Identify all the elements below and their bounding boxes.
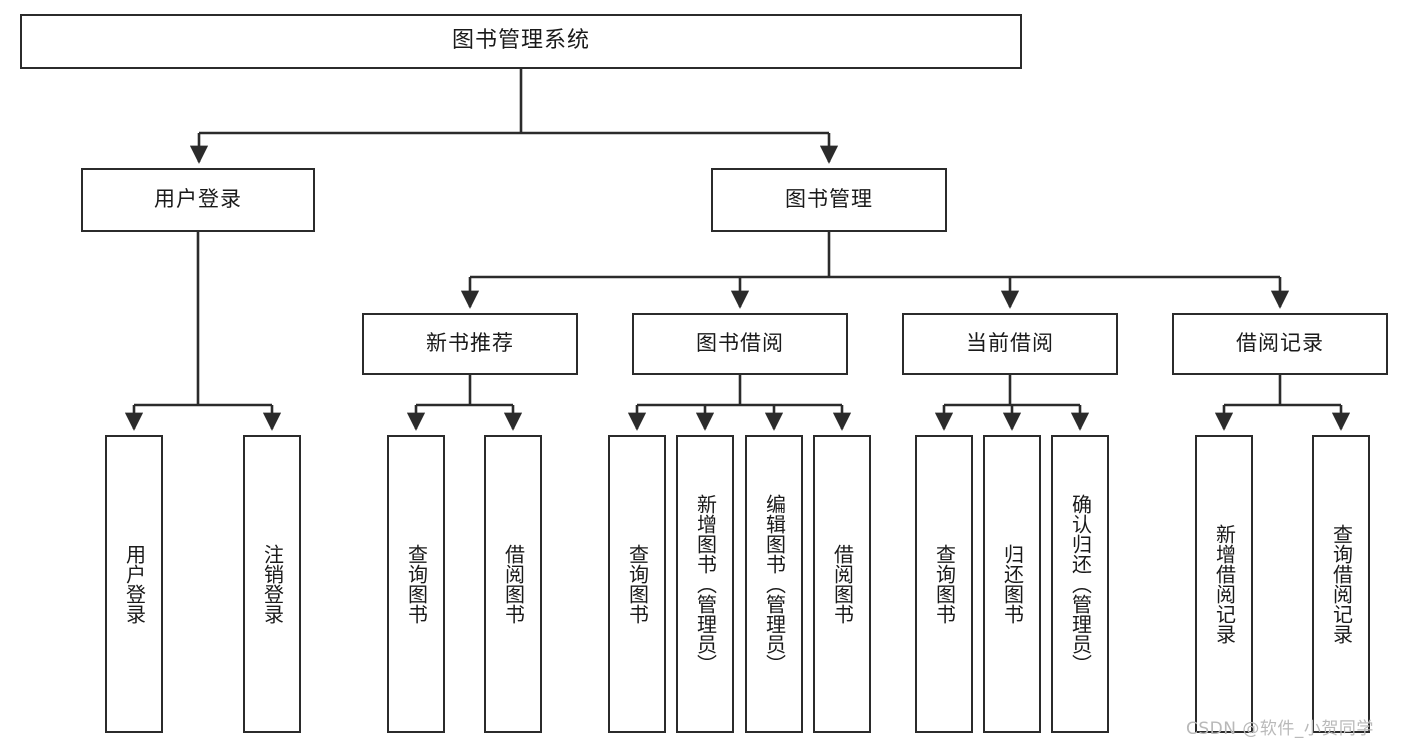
node-current-borrow[interactable]: 当前借阅 [902,313,1118,375]
node-borrow-record[interactable]: 借阅记录 [1172,313,1388,375]
leaf-user-login[interactable]: 用户登录 [105,435,163,733]
leaf-query-book-cur-label: 查询图书 [932,544,957,624]
leaf-add-record-label: 新增借阅记录 [1212,524,1237,644]
leaf-confirm-return-label: 确认归还（管理员） [1068,494,1093,674]
leaf-add-record[interactable]: 新增借阅记录 [1195,435,1253,733]
leaf-logout-label: 注销登录 [260,544,285,624]
leaf-logout[interactable]: 注销登录 [243,435,301,733]
leaf-query-record-label: 查询借阅记录 [1329,524,1354,644]
leaf-query-book-borrow[interactable]: 查询图书 [608,435,666,733]
leaf-add-book-label: 新增图书（管理员） [693,494,718,674]
node-root[interactable]: 图书管理系统 [20,14,1022,69]
node-user-login-label: 用户登录 [154,187,242,212]
node-new-book-recommend-label: 新书推荐 [426,331,514,356]
node-book-manage-label: 图书管理 [785,187,873,212]
leaf-borrow-book-rec-label: 借阅图书 [501,544,526,624]
leaf-confirm-return[interactable]: 确认归还（管理员） [1051,435,1109,733]
node-root-label: 图书管理系统 [451,28,590,54]
leaf-query-book-borrow-label: 查询图书 [625,544,650,624]
leaf-borrow-book-rec[interactable]: 借阅图书 [484,435,542,733]
node-user-login[interactable]: 用户登录 [81,168,315,232]
node-book-borrow[interactable]: 图书借阅 [632,313,848,375]
leaf-query-book-rec[interactable]: 查询图书 [387,435,445,733]
node-book-manage[interactable]: 图书管理 [711,168,947,232]
leaf-borrow-book-label: 借阅图书 [830,544,855,624]
leaf-user-login-label: 用户登录 [122,544,147,624]
leaf-return-book-label: 归还图书 [1000,544,1025,624]
leaf-borrow-book[interactable]: 借阅图书 [813,435,871,733]
node-new-book-recommend[interactable]: 新书推荐 [362,313,578,375]
leaf-query-record[interactable]: 查询借阅记录 [1312,435,1370,733]
leaf-return-book[interactable]: 归还图书 [983,435,1041,733]
leaf-query-book-rec-label: 查询图书 [404,544,429,624]
leaf-add-book[interactable]: 新增图书（管理员） [676,435,734,733]
leaf-edit-book[interactable]: 编辑图书（管理员） [745,435,803,733]
leaf-query-book-cur[interactable]: 查询图书 [915,435,973,733]
node-borrow-record-label: 借阅记录 [1236,331,1324,356]
leaf-edit-book-label: 编辑图书（管理员） [762,494,787,674]
node-book-borrow-label: 图书借阅 [696,331,784,356]
csdn-watermark: CSDN @软件_小贺同学 [1186,719,1374,739]
node-current-borrow-label: 当前借阅 [966,331,1054,356]
